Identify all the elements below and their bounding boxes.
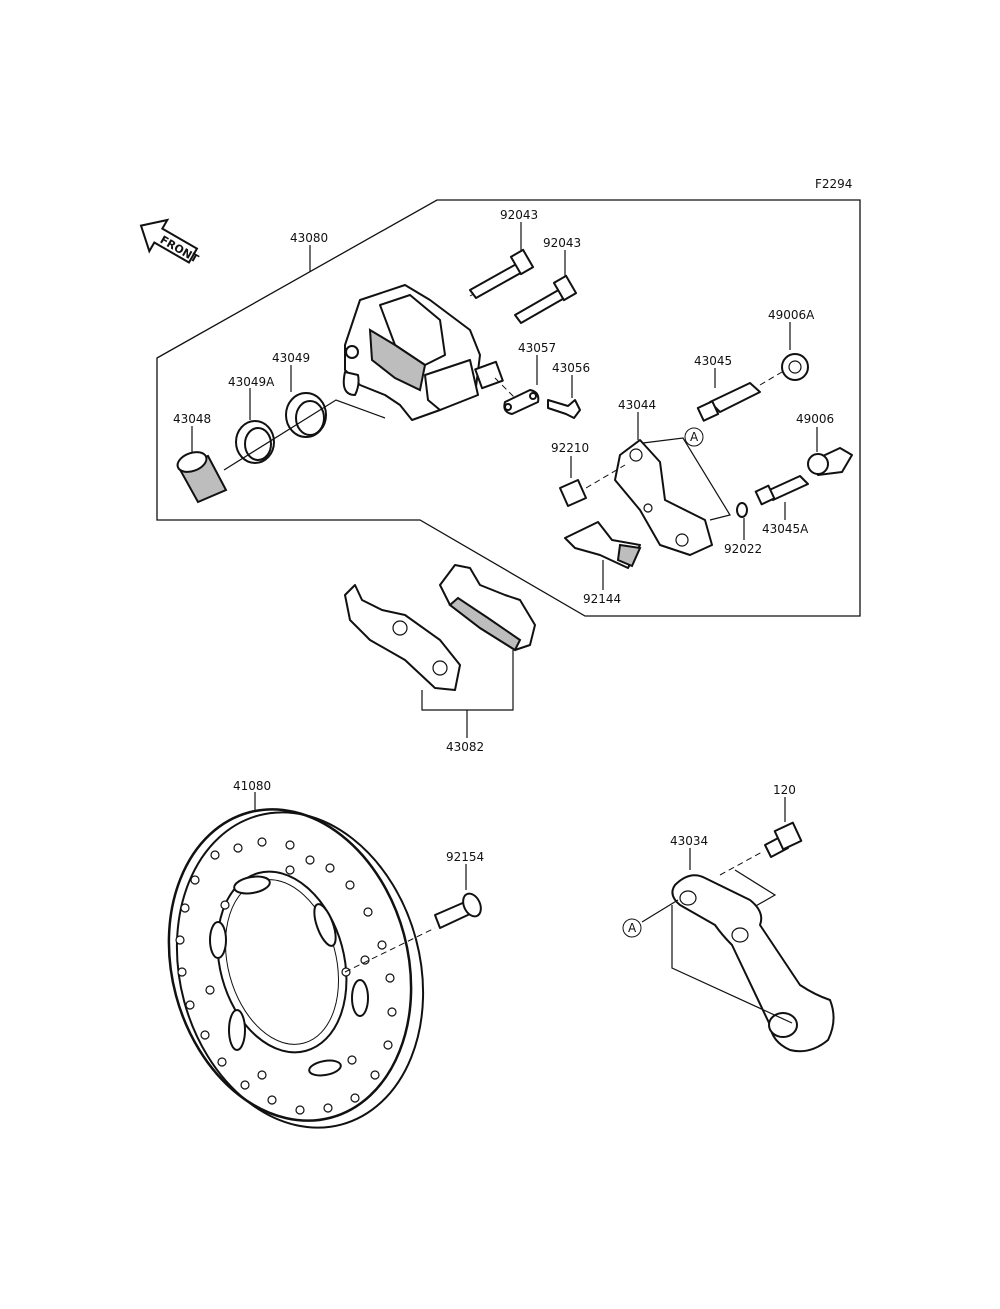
- bolt-120: [764, 797, 803, 858]
- boot-49006: [807, 427, 853, 476]
- front-arrow-icon: FRONT: [139, 218, 201, 266]
- label-92043-b: 92043: [543, 236, 581, 250]
- brake-pad-set-43082: [344, 564, 536, 738]
- caliper-pin-92043-b: [514, 250, 578, 324]
- label-43080: 43080: [290, 231, 328, 245]
- dust-seal-43049: [285, 365, 327, 438]
- label-49006A: 49006A: [768, 308, 815, 322]
- label-43049A: 43049A: [228, 375, 275, 389]
- label-92210: 92210: [551, 441, 589, 455]
- caliper-pin-92043-a: [469, 222, 535, 299]
- label-92022: 92022: [724, 542, 762, 556]
- piston-43048: [176, 426, 228, 504]
- label-120: 120: [773, 783, 796, 797]
- label-43048: 43048: [173, 412, 211, 426]
- bleeder-valve-43056: [547, 375, 581, 419]
- caliper-assembly-outline: [156, 199, 861, 617]
- label-43034: 43034: [670, 834, 708, 848]
- torque-link-43034: [671, 848, 835, 1053]
- label-92144: 92144: [583, 592, 621, 606]
- brake-disc-41080: [167, 792, 425, 1129]
- label-49006: 49006: [796, 412, 834, 426]
- label-43057: 43057: [518, 341, 556, 355]
- disc-bolt-92154: [344, 864, 482, 973]
- piston-seal-43049A: [235, 388, 275, 464]
- label-43056: 43056: [552, 361, 590, 375]
- label-43045A: 43045A: [762, 522, 809, 536]
- clip-92022: [736, 502, 748, 540]
- svg-text:A: A: [690, 430, 699, 444]
- reference-marker-a-bottom: A: [622, 899, 679, 938]
- pad-spring-92144: [564, 521, 642, 590]
- label-43044: 43044: [618, 398, 656, 412]
- caliper-body: [342, 284, 504, 421]
- label-92043-a: 92043: [500, 208, 538, 222]
- label-92154: 92154: [446, 850, 484, 864]
- sleeve-92210: [559, 456, 626, 507]
- label-41080: 41080: [233, 779, 271, 793]
- reference-marker-a-top: A: [684, 427, 704, 447]
- caliper-bracket-43044: [614, 412, 731, 556]
- label-43045: 43045: [694, 354, 732, 368]
- label-43049: 43049: [272, 351, 310, 365]
- boot-49006A: [781, 322, 809, 381]
- slide-pin-43045: [696, 368, 783, 422]
- svg-text:A: A: [628, 921, 637, 935]
- figure-code: F2294: [815, 177, 852, 191]
- label-43082: 43082: [446, 740, 484, 754]
- bleeder-cap-43057: [494, 355, 540, 415]
- slide-pin-43045A: [754, 475, 809, 520]
